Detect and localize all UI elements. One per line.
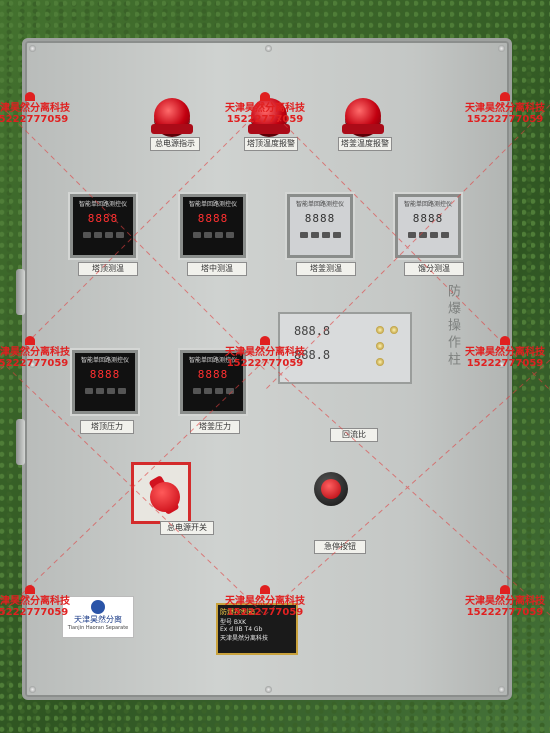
meter-label: 馏分测温 — [404, 262, 464, 276]
bolt — [498, 45, 505, 52]
hinge-upper — [16, 269, 25, 315]
watermark-company: 天津昊然分离科技 — [0, 347, 70, 358]
watermark-company: 天津昊然分离科技 — [465, 347, 545, 358]
watermark-company: 天津昊然分离科技 — [225, 347, 305, 358]
temperature-controller: 智能单回路测控仪 8888 — [287, 194, 353, 258]
lamp-base — [342, 124, 384, 134]
logo-en-text: Tianjin Haoran Separate — [67, 625, 129, 631]
meter-label: 塔中测温 — [187, 262, 247, 276]
watermark-phone: 15222777059 — [466, 114, 544, 125]
lamp-label: 总电源指示 — [150, 137, 200, 151]
watermark-phone: 15222777059 — [0, 358, 69, 369]
meter-keys — [183, 388, 243, 394]
meter-keys — [75, 388, 135, 394]
meter-keys — [398, 232, 458, 238]
bolt — [498, 686, 505, 693]
watermark-company: 天津昊然分离科技 — [465, 596, 545, 607]
meter-reading: 8888 — [197, 368, 229, 381]
meter-header: 智能单回路测控仪 — [80, 357, 129, 364]
controller-button[interactable] — [376, 326, 384, 334]
watermark-company: 天津昊然分离科技 — [225, 103, 305, 114]
controller-button[interactable] — [376, 358, 384, 366]
watermark-phone: 15222777059 — [0, 114, 69, 125]
meter-header: 智能单回路测控仪 — [188, 201, 237, 208]
hinge-lower — [16, 419, 25, 465]
watermark-phone: 15222777059 — [466, 607, 544, 618]
temperature-controller: 智能单回路测控仪 8888 — [180, 194, 246, 258]
nameplate-line: 天津昊然分离科技 — [220, 635, 269, 642]
controller-button[interactable] — [376, 342, 384, 350]
meter-header: 智能单回路测控仪 — [78, 201, 127, 208]
meter-reading: 8888 — [197, 212, 229, 225]
watermark-company: 天津昊然分离科技 — [465, 103, 545, 114]
bolt — [265, 45, 272, 52]
watermark-phone: 15222777059 — [226, 114, 304, 125]
watermark-company: 天津昊然分离科技 — [225, 596, 305, 607]
temperature-controller: 智能单回路测控仪 8888 — [395, 194, 461, 258]
watermark-company: 天津昊然分离科技 — [0, 596, 70, 607]
meter-reading: 8888 — [412, 212, 444, 225]
controller-button[interactable] — [390, 326, 398, 334]
meter-label: 塔釜测温 — [296, 262, 356, 276]
meter-label: 塔顶测温 — [78, 262, 138, 276]
estop-label: 急停按钮 — [314, 540, 366, 554]
controller-label: 回流比 — [330, 428, 378, 442]
pressure-controller: 智能单回路测控仪 8888 — [72, 350, 138, 414]
temperature-controller: 智能单回路测控仪 8888 — [70, 194, 136, 258]
company-logo-icon — [91, 600, 105, 614]
emergency-stop-cap[interactable] — [321, 479, 341, 499]
watermark-company: 天津昊然分离科技 — [0, 103, 70, 114]
meter-keys — [290, 232, 350, 238]
lamp-base — [248, 124, 290, 134]
meter-reading: 8888 — [304, 212, 336, 225]
meter-keys — [183, 232, 243, 238]
meter-header: 智能单回路测控仪 — [403, 201, 452, 208]
switch-label: 总电源开关 — [160, 521, 214, 535]
bolt — [265, 686, 272, 693]
watermark-phone: 15222777059 — [226, 607, 304, 618]
meter-keys — [73, 232, 133, 238]
bolt — [29, 686, 36, 693]
lamp-label: 塔顶温度报警 — [244, 137, 298, 151]
meter-reading: 8888 — [87, 212, 119, 225]
lamp-label: 塔釜温度报警 — [338, 137, 392, 151]
meter-label: 塔釜压力 — [190, 420, 240, 434]
watermark-phone: 15222777059 — [226, 358, 304, 369]
meter-header: 智能单回路测控仪 — [295, 201, 344, 208]
nameplate-line: Ex d IIB T4 Gb — [220, 626, 263, 633]
watermark-phone: 15222777059 — [466, 358, 544, 369]
bolt — [29, 45, 36, 52]
main-power-switch-knob[interactable] — [150, 482, 180, 512]
meter-reading: 8888 — [89, 368, 121, 381]
watermark-phone: 15222777059 — [0, 607, 69, 618]
meter-label: 塔顶压力 — [80, 420, 134, 434]
nameplate-line: 型号 BXK — [220, 619, 247, 626]
lamp-base — [151, 124, 193, 134]
logo-cn-text: 天津昊然分离 — [74, 615, 122, 624]
